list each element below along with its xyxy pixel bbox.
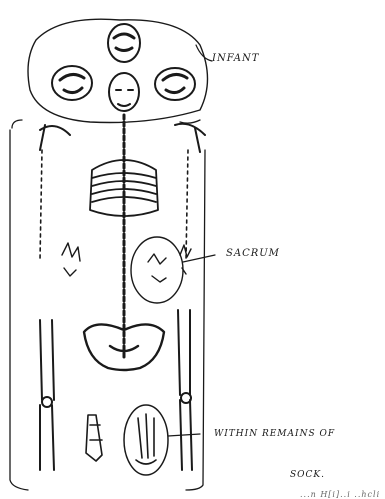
sock-label: SOCK.	[290, 470, 325, 480]
infant-leader-line	[196, 45, 212, 61]
within-remains-label: WITHIN REMAINS OF	[214, 429, 335, 439]
legs	[40, 310, 192, 470]
infant-skull-right	[155, 68, 195, 100]
hands	[62, 243, 191, 276]
infant-skulls	[52, 24, 195, 111]
infant-label: INFANT	[212, 53, 259, 64]
corner-fragment-text: ...n H[i]..i ..hcli	[300, 490, 380, 499]
sock-leader-line	[168, 434, 200, 436]
sacrum-circle	[131, 237, 183, 303]
sock-bones	[136, 414, 156, 464]
infant-skull-top	[108, 24, 140, 62]
sacrum-label: SACRUM	[226, 248, 280, 259]
feet	[86, 415, 102, 461]
arms	[40, 150, 188, 260]
sacrum-bones	[148, 254, 166, 282]
infant-skull-left	[52, 66, 92, 100]
